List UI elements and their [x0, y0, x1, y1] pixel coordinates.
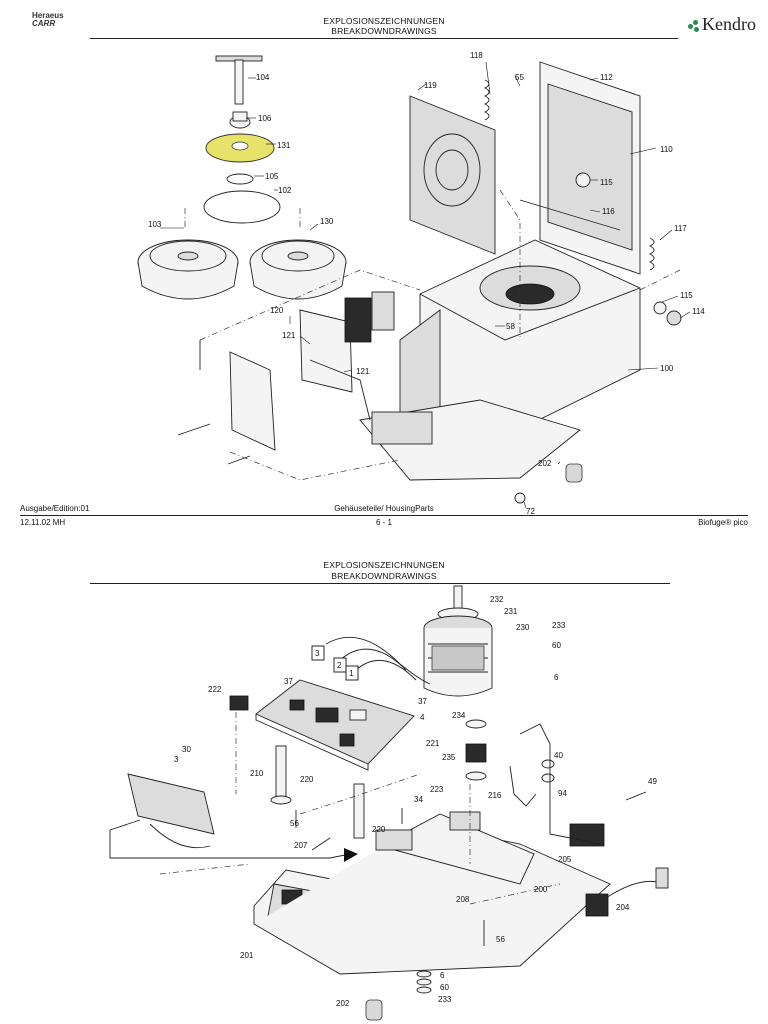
footer-product: Biofuge® pico — [698, 518, 748, 527]
motor-230 — [423, 585, 493, 697]
electronics-parts-drawing: 232 231 230 233 60 6 3 2 1 37 222 37 4 2… — [109, 585, 669, 1021]
kendro-logo: Kendro — [688, 14, 756, 35]
callouts-page1: 104 106 131 105 102 103 130 118 55 112 1… — [148, 51, 705, 516]
callout-label: 58 — [506, 322, 515, 331]
lid-frame-112 — [539, 61, 641, 275]
housing-parts-drawing: 104 106 131 105 102 103 130 118 55 112 1… — [137, 51, 705, 516]
callout-label: 222 — [208, 685, 222, 694]
callout-label: 216 — [488, 791, 502, 800]
callout-label: 40 — [554, 751, 563, 760]
callout-label: 232 — [490, 595, 504, 604]
callout-label: 72 — [526, 507, 535, 516]
callout-label: 105 — [265, 172, 279, 181]
callout-label: 6 — [440, 971, 445, 980]
callout-label: 100 — [660, 364, 674, 373]
rotor-130 — [249, 239, 347, 300]
callouts-page2: 232 231 230 233 60 6 3 2 1 37 222 37 4 2… — [174, 595, 657, 1008]
callout-label: 114 — [692, 307, 705, 316]
callout-label: 221 — [426, 739, 440, 748]
callout-label: 117 — [674, 224, 687, 233]
callout-label: 112 — [600, 73, 613, 82]
lid-119 — [409, 95, 496, 255]
callout-label: 60 — [440, 983, 449, 992]
footer-page: 6 - 1 — [375, 518, 392, 527]
callout-label: 118 — [470, 51, 483, 60]
callout-label: 3 — [315, 649, 320, 658]
callout-label: 230 — [516, 623, 530, 632]
callout-label: 220 — [372, 825, 386, 834]
callout-label: 210 — [250, 769, 264, 778]
page2-title-de: EXPLOSIONSZEICHNUNGEN — [323, 560, 445, 570]
callout-label: 202 — [538, 459, 552, 468]
callout-label: 56 — [496, 935, 505, 944]
heraeus-logo-text: Heraeus — [32, 11, 64, 20]
callout-label: 130 — [320, 217, 334, 226]
callout-label: 2 — [337, 661, 342, 670]
page2-header-rule — [90, 583, 670, 584]
t-wrench-104 — [215, 55, 263, 105]
callout-label: 6 — [554, 673, 559, 682]
callout-label: 115 — [680, 291, 693, 300]
callout-label: 234 — [452, 711, 466, 720]
callout-label: 56 — [290, 819, 299, 828]
callout-label: 1 — [349, 669, 354, 678]
callout-label: 37 — [284, 677, 293, 686]
callout-label: 204 — [616, 903, 630, 912]
callout-label: 120 — [270, 306, 284, 315]
page-title-de: EXPLOSIONSZEICHNUNGEN — [323, 16, 445, 26]
footer-date: 12.11.02 MH — [20, 518, 66, 527]
rotor-103 — [137, 239, 239, 300]
heraeus-logo: Heraeus CARR — [32, 12, 64, 28]
callout-label: 110 — [660, 145, 673, 154]
callout-label: 37 — [418, 697, 427, 706]
callout-label: 223 — [430, 785, 444, 794]
callout-label: 202 — [336, 999, 350, 1008]
callout-label: 220 — [300, 775, 314, 784]
callout-label: 235 — [442, 753, 456, 762]
header-rule — [90, 38, 678, 39]
kendro-logo-text: Kendro — [702, 14, 756, 34]
callout-label: 102 — [278, 186, 292, 195]
callout-label: 115 — [600, 178, 613, 187]
callout-label: 55 — [515, 73, 524, 82]
footer-section: Gehäuseteile/ HousingParts — [334, 504, 434, 513]
callout-label: 60 — [552, 641, 561, 650]
callout-label: 200 — [534, 885, 548, 894]
page-title-en: BREAKDOWNDRAWINGS — [331, 26, 437, 36]
callout-label: 116 — [602, 207, 615, 216]
callout-label: 131 — [277, 141, 291, 150]
callout-label: 94 — [558, 789, 567, 798]
callout-label: 106 — [258, 114, 272, 123]
callout-label: 4 — [420, 713, 425, 722]
control-board-220 — [255, 679, 415, 771]
callout-label: 104 — [256, 73, 270, 82]
footer-rule — [20, 515, 748, 516]
callout-label: 201 — [240, 951, 254, 960]
callout-label: 207 — [294, 841, 308, 850]
callout-label: 103 — [148, 220, 162, 229]
callout-label: 119 — [424, 81, 437, 90]
carr-logo-text: CARR — [32, 19, 56, 28]
callout-label: 30 — [182, 745, 191, 754]
callout-label: 121 — [282, 331, 296, 340]
callout-label: 233 — [552, 621, 566, 630]
callout-label: 121 — [356, 367, 370, 376]
callout-label: 208 — [456, 895, 470, 904]
page2-title-en: BREAKDOWNDRAWINGS — [331, 571, 437, 581]
callout-label: 49 — [648, 777, 657, 786]
callout-label: 233 — [438, 995, 452, 1004]
callout-label: 231 — [504, 607, 518, 616]
footer-edition: Ausgabe/Edition:01 — [20, 504, 90, 513]
callout-label: 3 — [174, 755, 179, 764]
callout-label: 205 — [558, 855, 572, 864]
callout-label: 34 — [414, 795, 423, 804]
kendro-dots-icon — [688, 19, 702, 32]
